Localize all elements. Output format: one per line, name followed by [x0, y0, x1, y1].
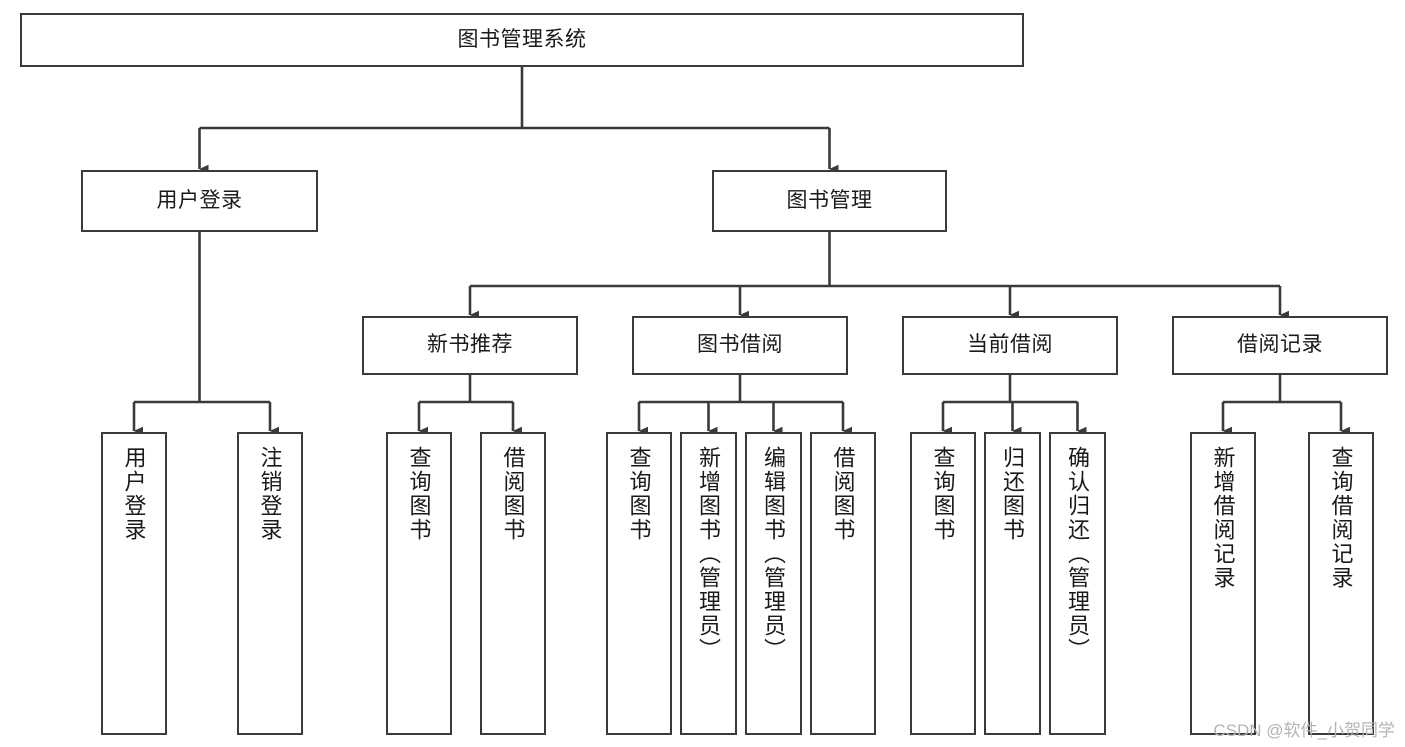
node-borrow: 图书借阅: [632, 316, 848, 375]
node-label: 新增图书（管理员）: [696, 446, 722, 662]
node-l_q3: 查询图书: [910, 432, 976, 735]
node-l_q2: 查询图书: [606, 432, 672, 735]
node-l_ret: 归还图书: [984, 432, 1041, 735]
node-login: 用户登录: [81, 170, 318, 232]
node-label: 借阅图书: [830, 446, 856, 542]
node-label: 查询图书: [626, 446, 652, 542]
node-l_addrec: 新增借阅记录: [1190, 432, 1256, 735]
node-label: 借阅图书: [500, 446, 526, 542]
node-label: 注销登录: [257, 446, 283, 542]
node-newbook: 新书推荐: [362, 316, 578, 375]
node-label: 查询图书: [406, 446, 432, 542]
node-label: 编辑图书（管理员）: [761, 446, 787, 662]
node-label: 归还图书: [1000, 446, 1026, 542]
node-label: 用户登录: [156, 188, 243, 212]
watermark-credit: CSDN @软件_小贺同学: [1213, 721, 1395, 740]
node-label: 图书管理系统: [457, 27, 587, 51]
node-l_edit: 编辑图书（管理员）: [745, 432, 802, 735]
node-l_add: 新增图书（管理员）: [680, 432, 737, 735]
node-records: 借阅记录: [1172, 316, 1388, 375]
node-l_b1: 借阅图书: [480, 432, 546, 735]
node-l_conf: 确认归还（管理员）: [1049, 432, 1106, 735]
node-label: 图书借阅: [697, 333, 783, 357]
node-label: 查询图书: [930, 446, 956, 542]
node-l_logout: 注销登录: [237, 432, 303, 735]
node-label: 确认归还（管理员）: [1065, 446, 1091, 662]
node-label: 用户登录: [121, 446, 147, 542]
node-bookmgmt: 图书管理: [712, 170, 947, 232]
node-l_q1: 查询图书: [386, 432, 452, 735]
node-label: 图书管理: [786, 188, 873, 212]
node-current: 当前借阅: [902, 316, 1118, 375]
node-label: 查询借阅记录: [1328, 446, 1354, 590]
node-label: 当前借阅: [967, 333, 1053, 357]
node-label: 新增借阅记录: [1210, 446, 1236, 590]
node-label: 借阅记录: [1237, 333, 1323, 357]
node-l_b2: 借阅图书: [810, 432, 876, 735]
node-l_login: 用户登录: [101, 432, 167, 735]
node-root: 图书管理系统: [20, 13, 1024, 67]
node-l_qrec: 查询借阅记录: [1308, 432, 1374, 735]
node-label: 新书推荐: [427, 333, 513, 357]
